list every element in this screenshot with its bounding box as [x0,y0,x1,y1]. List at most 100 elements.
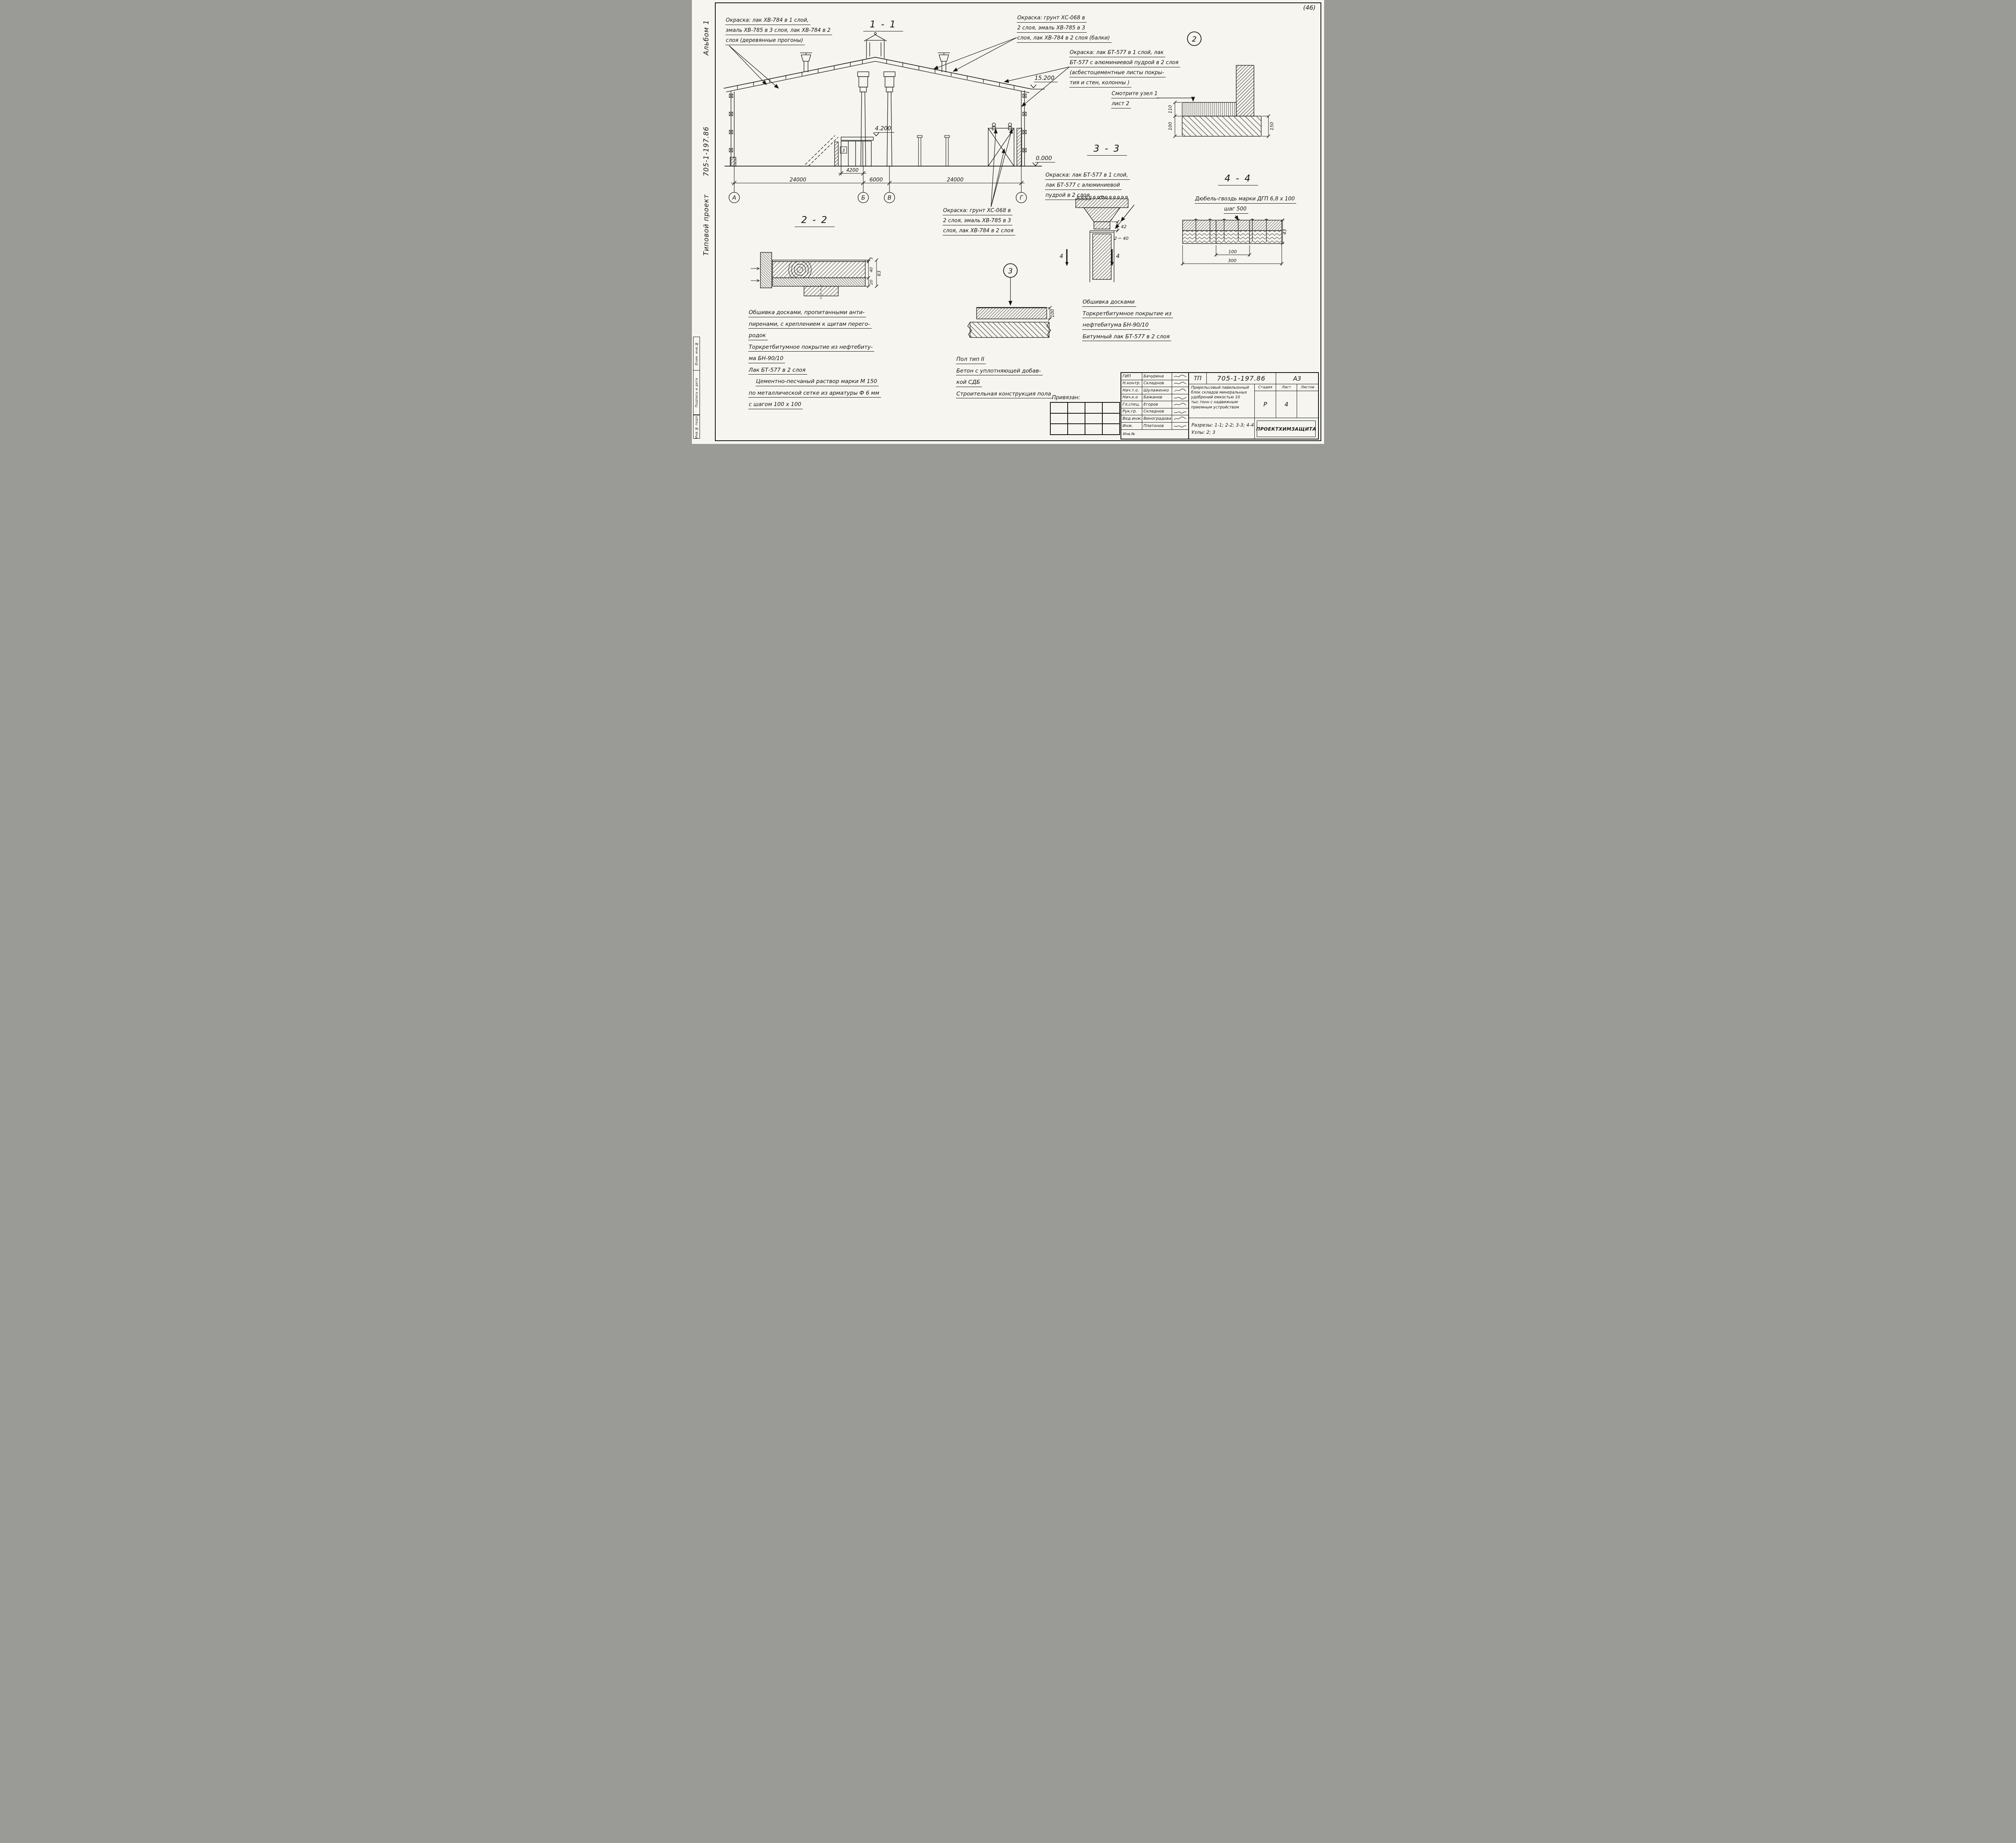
note-paint-cover: Окраска: лак БТ-577 в 1 слой, лак БТ-577… [1069,50,1180,90]
note-line: эмаль ХВ-785 в 3 слоя, лак ХВ-784 в 2 [725,27,832,35]
stamp-row: Инж. Платонов [1121,422,1188,430]
binding-cell [1068,402,1085,413]
binding-cell [1068,424,1085,435]
stamp-name: Складнов [1142,408,1172,415]
note-paint-wood: Окраска: лак ХВ-784 в 1 слой, эмаль ХВ-7… [725,17,832,48]
spine-project: Типовой проект [702,194,710,256]
stamp-row: ГИП Бачурина [1121,373,1188,380]
wood-grain [788,261,812,278]
section-2-2-dims [865,258,879,288]
stamp-people-table: ГИП Бачурина Н.контр. Складнов Нач.т.о. … [1121,373,1189,429]
stamp-role: Инж. [1121,422,1142,429]
stamp-role: Гл.спец. [1121,401,1142,408]
note-paint-bt: Окраска: лак БТ-577 в 1 слой, лак БТ-577… [1045,172,1130,203]
stamp-organization: ПРОЕКТХИМЗАЩИТА [1256,421,1316,437]
section-title-1-1: 1 - 1 [863,19,904,31]
stamp-name: Бажанов [1142,394,1172,401]
stamp-doc-number: 705-1-197.86 [1206,373,1276,384]
note-paint-beams: Окраска: грунт ХС-068 в 2 слоя, эмаль ХВ… [1017,15,1112,46]
stamp-stage-label: Стадия [1254,384,1276,391]
note-line: нефтебитума БН-90/10 [1082,322,1150,330]
spine-album: Альбом 1 [702,20,710,56]
note-line: Обшивка досками [1082,299,1137,307]
signature [1172,394,1188,401]
signature-squiggle [1174,381,1187,384]
corner-sheet-note: (46) [1303,4,1316,11]
axis-a: А [732,195,736,201]
drawing-sheet: 24000 6000 24000 4200 3 А Б В Г [692,0,1324,444]
note-line: 2 слоя, эмаль ХВ-785 в 3 [943,218,1013,225]
stamp-contents: Разрезы: 1-1; 2-2; 3-3; 4-4 Узлы: 2; 3 [1189,418,1254,439]
dim-300: 300 [1228,258,1237,263]
dim-a-b: 24000 [789,177,806,183]
dim-110: 110 [1168,105,1173,114]
spine-text: Типовой проект 705-1-197.86 Альбом 1 [702,20,710,256]
section-3-3-shapes [1075,196,1129,282]
dim-beam: 4200 [846,167,859,173]
margin-box-label: Подпись и дата [695,377,698,408]
dim-63: 63 [877,271,882,276]
binding-cell [1068,413,1085,424]
stamp-role: Рук.гр. [1121,408,1142,415]
stamp-format: А3 [1276,373,1318,384]
margin-box-vzam: Взам. инв.№ [693,336,700,371]
margin-box-podpis: Подпись и дата [693,370,700,415]
stamp-contents-line: Узлы: 2; 3 [1191,429,1216,435]
dim-2: 2 [1114,236,1117,241]
stamp-role: Вед.инж. [1121,415,1142,422]
note-line: по металлической сетке из арматуры Ф 6 м… [748,390,881,398]
dim-100: 100 [1050,309,1055,318]
dim-b-v: 6000 [869,177,883,183]
section-3-3-drawing: 4 4 42 2 40 [1060,196,1129,282]
dim-40: 40 [869,267,874,273]
margin-stamp-column: Взам. инв.№ Подпись и дата Инв.№ подл. [693,336,700,439]
floor-type-2-drawing: 100 [967,306,1055,338]
building-outline [723,32,1045,167]
signature-squiggle [1174,403,1187,406]
signature [1172,423,1188,430]
node-2-dims [1173,100,1270,138]
note-line: Окраска: лак БТ-577 в 1 слой, [1045,172,1130,180]
elevation-beam: 4.200 [874,125,895,133]
note-column-sheathing: Обшивка досками Торкретбитумное покрытие… [1082,299,1173,345]
node-2-shapes [1182,65,1262,137]
section-4-4-drawing: 43 100 300 [1181,218,1287,266]
note-line: шаг 500 [1224,206,1248,214]
node-2-drawing: 110 100 150 [1168,65,1275,138]
stamp-name: Бачурина [1142,373,1172,380]
note-line: Цементно-песчаный раствор марки М 150 [756,379,879,386]
stamp-sheet-value: 4 [1276,391,1297,418]
note-line: (асбестоцементные листы покры- [1069,70,1166,77]
margin-box-inv: Инв.№ подл. [693,414,700,439]
stamp-sheets-value [1297,391,1318,418]
axis-b: Б [861,195,865,201]
binding-cell [1085,402,1102,413]
note-line: слоя, лак ХВ-784 в 2 слоя [943,228,1015,235]
margin-box-label: Взам. инв.№ [695,342,698,365]
signature [1172,387,1188,394]
drawing-frame [715,2,1321,441]
note-line: Битумный лак БТ-577 в 2 слоя [1082,333,1171,342]
box-3-label: 3 [842,148,845,153]
stamp-stage-value: Р [1254,391,1276,418]
note-line: пудрой в 2 слоя [1045,192,1091,200]
note-line: Торкретбитумное покрытие из нефтебиту- [748,344,875,352]
dim-150: 150 [1269,122,1275,131]
note-line: Окраска: лак БТ-577 в 1 слой, лак [1069,50,1165,57]
section-2-2-shapes [751,252,866,301]
note-line: Строительная конструкция пола [956,391,1053,399]
cut-label-4-left: 4 [1060,253,1063,260]
stamp-tp: ТП [1189,373,1206,384]
floor-layers [967,307,1051,338]
note-line: Окраска: грунт ХС-068 в [943,208,1013,215]
stamp-sheets-label: Листов [1297,384,1318,391]
binding-cell [1102,413,1120,424]
stamp-row: Вед.инж. Виноградова [1121,415,1188,423]
margin-box-label: Инв.№ подл. [695,415,698,439]
note-line: слоя (деревянные прогоны) [725,37,805,45]
signature-squiggle [1174,411,1187,413]
dim-v-g: 24000 [947,177,963,183]
stamp-role: Нач.т.о. [1121,387,1142,394]
dim-40: 40 [1123,236,1129,241]
section-1-1-drawing: 24000 6000 24000 4200 3 А Б В Г [723,32,1045,203]
